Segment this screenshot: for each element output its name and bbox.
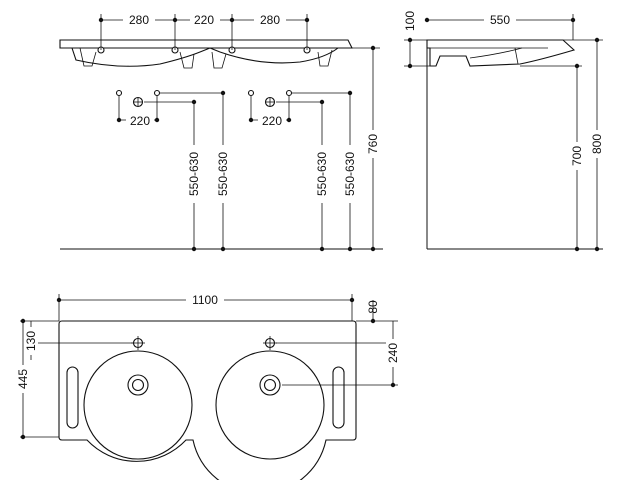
top-drain-left-inner <box>131 378 145 392</box>
top-view: 1100 80 240 130 445 <box>16 292 400 480</box>
front-conn-right-small <box>247 89 255 97</box>
top-drain-right-inner <box>263 378 277 392</box>
top-offset-130: 130 <box>24 331 38 351</box>
front-bracket-4 <box>317 49 333 67</box>
top-handle-slot-left <box>66 366 79 429</box>
front-height-4: 550-630 <box>343 152 357 196</box>
front-bracket-1 <box>79 47 97 67</box>
front-total-height: 760 <box>366 134 380 154</box>
front-dim-220-right-conn: 220 <box>262 114 282 128</box>
side-depth-label: 550 <box>490 13 510 27</box>
top-depth-label: 445 <box>16 369 30 389</box>
front-dim-220-mid: 220 <box>194 13 214 27</box>
front-conn-right-top <box>285 89 293 97</box>
top-width-label: 1100 <box>192 293 218 307</box>
side-view: 550 100 700 800 <box>403 11 604 252</box>
front-height-1: 550-630 <box>187 152 201 196</box>
front-view: 280 220 280 220 220 <box>59 12 383 252</box>
front-height-2: 550-630 <box>216 152 230 196</box>
front-conn-left-top <box>153 89 161 97</box>
front-conn-left-small <box>115 89 123 97</box>
front-dim-280-left: 280 <box>129 13 149 27</box>
front-dim-280-right: 280 <box>260 13 280 27</box>
top-bowl-right <box>215 350 325 460</box>
front-dim-220-left-conn: 220 <box>130 114 150 128</box>
front-height-3: 550-630 <box>315 152 329 196</box>
side-thickness-label: 100 <box>403 11 417 31</box>
side-height-800: 800 <box>590 134 604 154</box>
top-tap-drain-label: 240 <box>386 343 400 363</box>
top-offset-80: 80 <box>366 300 380 314</box>
top-bowl-left <box>83 350 193 460</box>
front-bracket-3 <box>211 51 227 69</box>
front-bracket-2 <box>179 51 195 69</box>
top-handle-slot-right <box>332 366 345 429</box>
side-height-700: 700 <box>570 146 584 166</box>
